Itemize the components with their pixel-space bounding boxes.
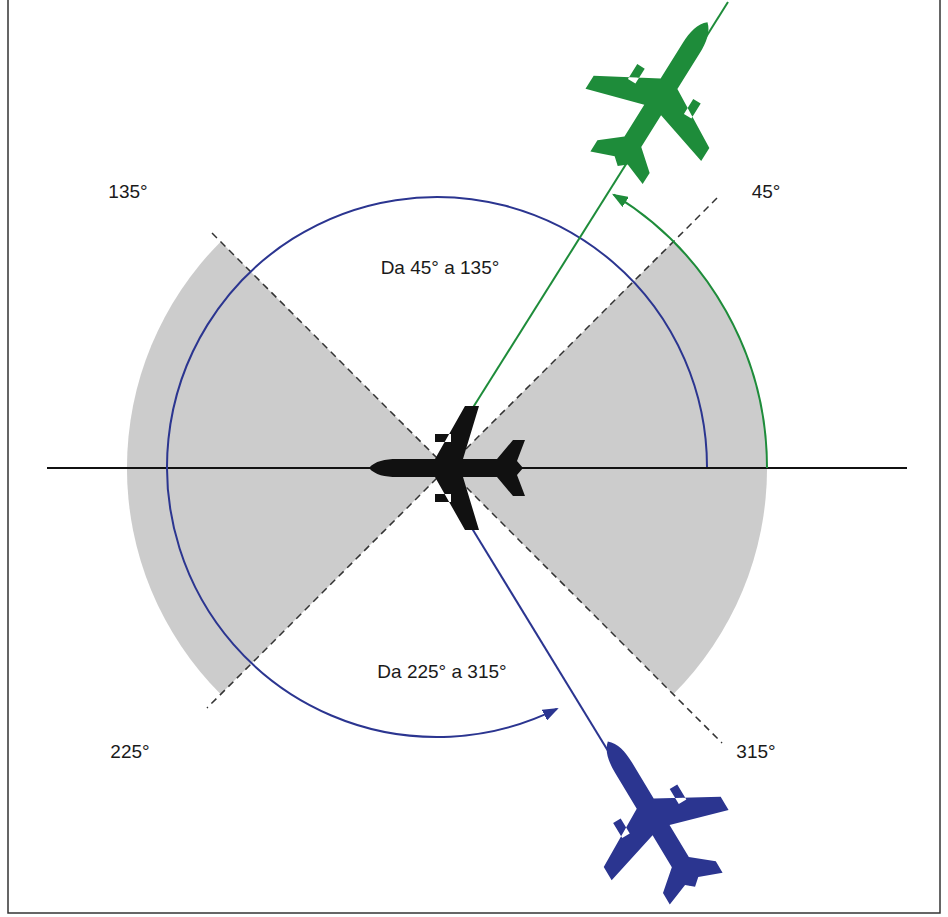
angle-label: 315°	[733, 741, 778, 764]
angle-label: 225°	[107, 741, 152, 764]
dashed-line	[207, 198, 717, 708]
green-arc	[614, 195, 767, 468]
angle-label: 45°	[749, 181, 784, 204]
range-label: Da 45° a 135°	[378, 257, 503, 280]
blue-aircraft	[549, 706, 754, 917]
range-label: Da 225° a 315°	[374, 661, 509, 684]
frame	[8, 0, 940, 913]
dashed-line	[212, 233, 722, 743]
own-aircraft	[369, 406, 525, 530]
angle-label: 135°	[105, 181, 150, 204]
green-aircraft	[559, 0, 766, 204]
blue-arc	[167, 197, 707, 737]
